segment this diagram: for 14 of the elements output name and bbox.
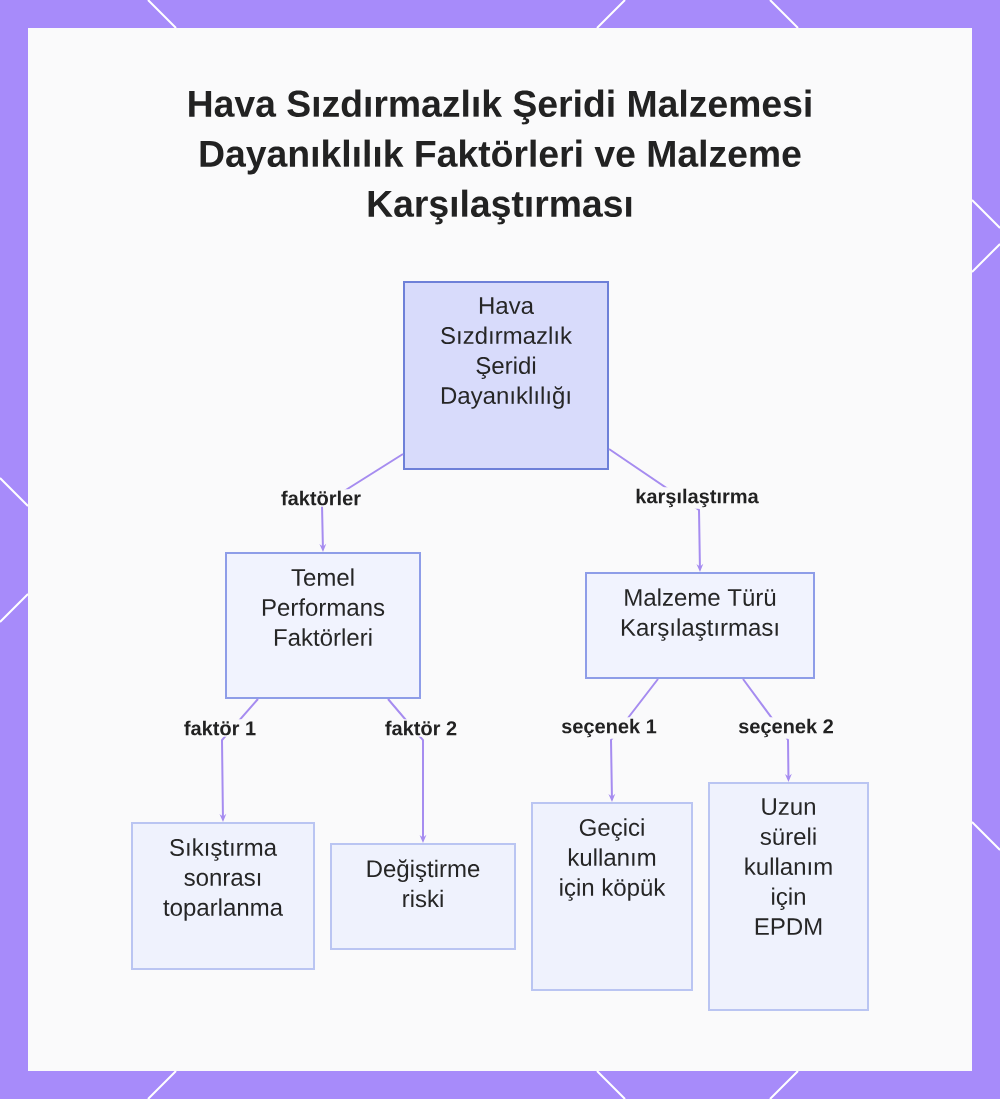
- root-box: Hava Sızdırmazlık Şeridi Dayanıklılığı: [403, 281, 609, 470]
- title: Hava Sızdırmazlık Şeridi Malzemesi Dayanıklılık Faktörleri ve Malzeme Karşılaştırması: [189, 89, 811, 225]
- edge-label: seçenek 1: [558, 717, 660, 739]
- edge-label: faktör 2: [382, 719, 460, 737]
- branch-box: Malzeme Türü Karşılaştırması: [585, 572, 815, 679]
- leaf-box: Sıkıştırma sonrası toparlanma: [131, 822, 315, 970]
- edge-label: karşılaştırma: [632, 487, 762, 509]
- edge-label: faktör 1: [181, 719, 259, 737]
- leaf-box: Değiştirme riski: [330, 843, 516, 950]
- branch-box: Temel Performans Faktörleri: [225, 552, 421, 699]
- edge-label: faktörler: [278, 489, 364, 507]
- edge-label: seçenek 2: [735, 717, 837, 739]
- leaf-box: Uzun süreli kullanım için EPDM: [708, 782, 869, 1011]
- leaf-box: Geçici kullanım için köpük: [531, 802, 693, 991]
